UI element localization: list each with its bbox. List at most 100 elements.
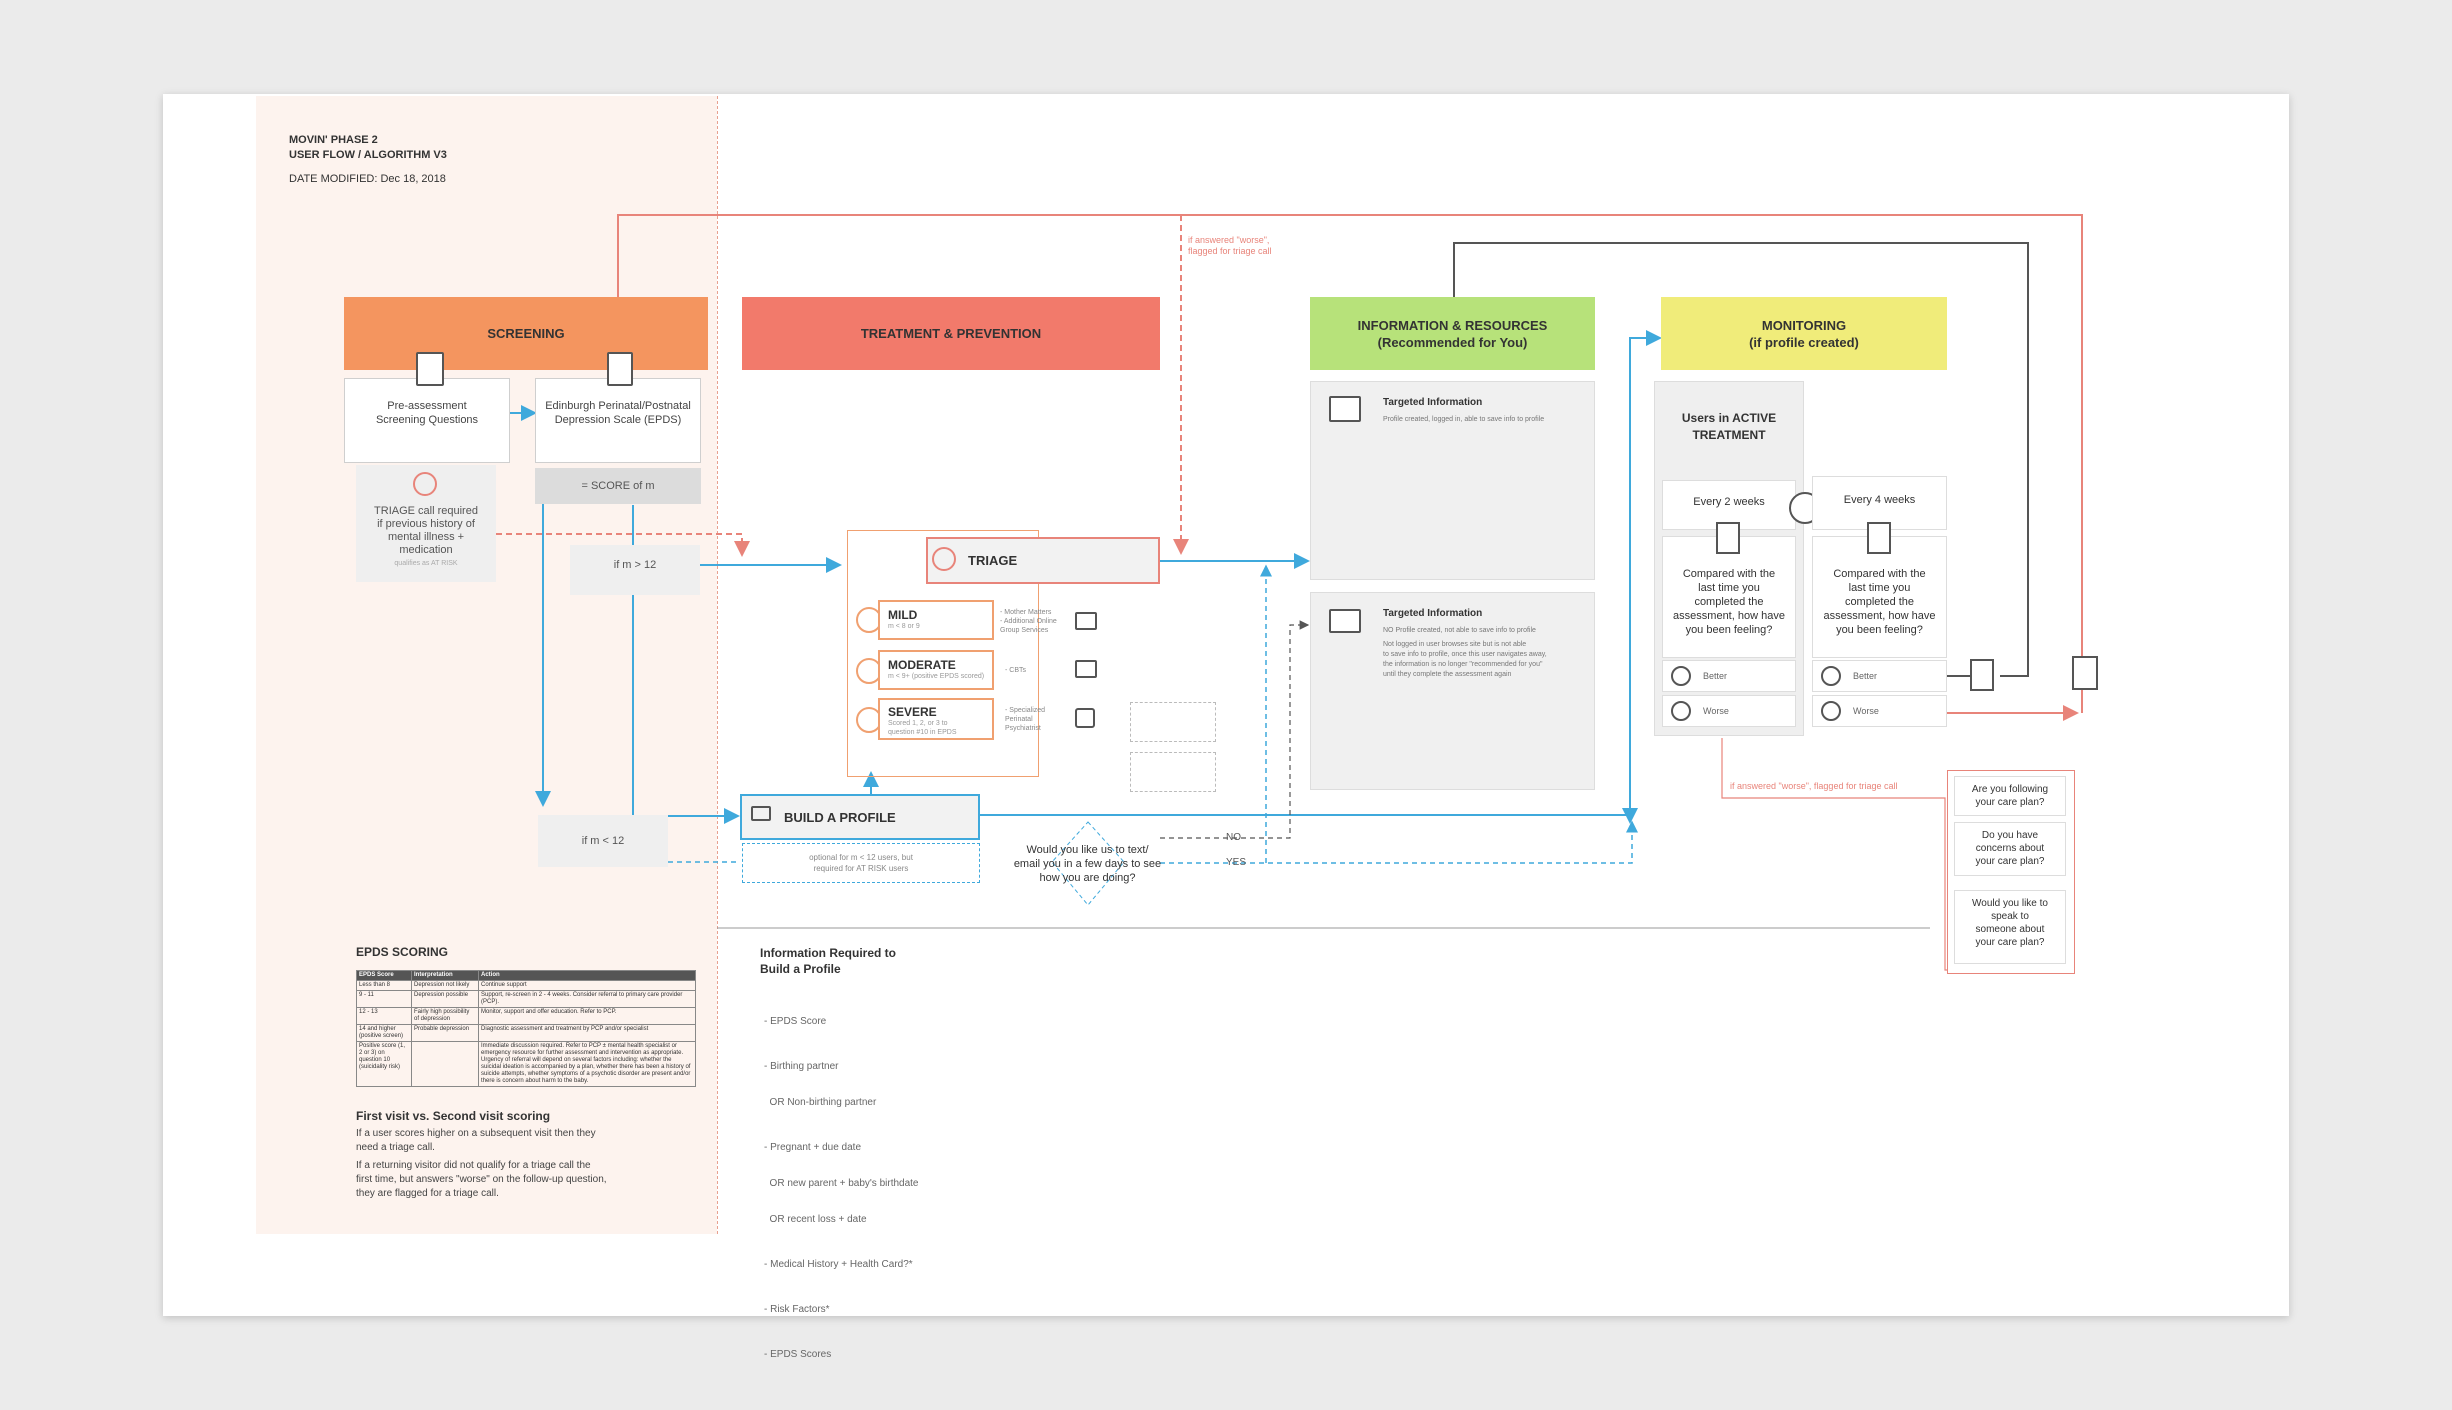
list-item: OR new parent + baby's birthdate bbox=[764, 1178, 919, 1189]
q-speak-3: someone about bbox=[1975, 924, 2045, 935]
visit-scoring-text: If a user scores higher on a subsequent … bbox=[356, 1127, 607, 1201]
list-item: - EPDS Score bbox=[764, 1016, 827, 1027]
question-doc-icon-2wk bbox=[1716, 522, 1740, 554]
profile-note-box: optional for m < 12 users, but required … bbox=[742, 843, 980, 883]
t2-desc-1: NO Profile created, not able to save inf… bbox=[1383, 627, 1536, 634]
severe-box[interactable]: SEVERE Scored 1, 2, or 3 to question #10… bbox=[878, 698, 994, 740]
table-cell: Positive score (1, 2 or 3) on question 1… bbox=[356, 1041, 412, 1087]
triage-box[interactable]: TRIAGE bbox=[926, 537, 1160, 584]
information-header-line2: (Recommended for You) bbox=[1377, 334, 1528, 350]
q-following[interactable]: Are you following your care plan? bbox=[1954, 776, 2066, 816]
t2-desc-5: until they complete the assessment again bbox=[1383, 671, 1512, 678]
required-title-1: Information Required to bbox=[760, 946, 896, 960]
t2-desc-2: Not logged in user browses site but is n… bbox=[1383, 641, 1527, 648]
visit-p2-2: first time, but answers "worse" on the f… bbox=[356, 1174, 607, 1185]
table-row: 12 - 13 Fairly high possibility of depre… bbox=[356, 1007, 696, 1025]
triage-required-sub: qualifies as AT RISK bbox=[394, 560, 458, 567]
every2-label: Every 2 weeks bbox=[1693, 496, 1765, 508]
severe-note: - Specialized Perinatal Psychiatrist bbox=[1005, 706, 1045, 733]
list-item: - Medical History + Health Card?* bbox=[764, 1259, 913, 1270]
doc-date: DATE MODIFIED: Dec 18, 2018 bbox=[289, 173, 446, 185]
pre-assessment-box[interactable]: Pre-assessment Screening Questions bbox=[344, 378, 510, 463]
browser-icon bbox=[1329, 609, 1361, 633]
every4-label: Every 4 weeks bbox=[1843, 494, 1916, 506]
frown-icon bbox=[1821, 701, 1841, 721]
q-speak-1: Would you like to bbox=[1972, 898, 2048, 909]
q-concerns-1: Do you have bbox=[1981, 830, 2039, 841]
triage-phone-icon bbox=[932, 547, 956, 571]
build-profile-box[interactable]: BUILD A PROFILE bbox=[740, 794, 980, 840]
table-header-row: EPDS Score Interpretation Action bbox=[356, 970, 696, 981]
mild-note-3: Group Services bbox=[1000, 627, 1049, 634]
checklist-icon bbox=[416, 352, 444, 386]
q-concerns-3: your care plan? bbox=[1975, 856, 2045, 867]
mild-label: MILD bbox=[888, 608, 918, 622]
moderate-box[interactable]: MODERATE m < 9+ (positive EPDS scored) bbox=[878, 650, 994, 690]
mild-box[interactable]: MILD m < 8 or 9 bbox=[878, 600, 994, 640]
visit-scoring-title: First visit vs. Second visit scoring bbox=[356, 1109, 551, 1123]
triage-label: TRIAGE bbox=[968, 553, 1018, 568]
severe-label: SEVERE bbox=[888, 705, 937, 719]
visit-p1-2: need a triage call. bbox=[356, 1142, 435, 1153]
screening-header: SCREENING bbox=[344, 297, 708, 370]
compare-2wk-1: Compared with the bbox=[1682, 568, 1776, 580]
list-item: OR recent loss + date bbox=[764, 1214, 867, 1225]
visit-p2-3: they are flagged for a triage call. bbox=[356, 1188, 499, 1199]
triage-required-3: mental illness + bbox=[387, 531, 465, 543]
every4-box: Every 4 weeks bbox=[1812, 476, 1947, 530]
q-speak[interactable]: Would you like to speak to someone about… bbox=[1954, 890, 2066, 964]
compare-4wk-4: assessment, how have bbox=[1823, 610, 1936, 622]
compare-2wk-5: you been feeling? bbox=[1685, 624, 1773, 636]
table-cell: Monitor, support and offer education. Re… bbox=[478, 1007, 696, 1025]
doc-title-line2: USER FLOW / ALGORITHM V3 bbox=[289, 149, 447, 161]
q-concerns-2: concerns about bbox=[1975, 843, 2045, 854]
table-cell bbox=[411, 1041, 479, 1087]
followup-q3: how you are doing? bbox=[1039, 872, 1136, 884]
information-header: INFORMATION & RESOURCES (Recommended for… bbox=[1310, 297, 1595, 370]
top-worse-flag: if answered "worse", flagged for triage … bbox=[1188, 235, 1272, 257]
better-2wk-label: Better bbox=[1703, 671, 1728, 681]
list-item: - Pregnant + due date bbox=[764, 1142, 862, 1153]
better-2wk[interactable]: Better bbox=[1662, 660, 1796, 692]
monitoring-header-line1: MONITORING bbox=[1761, 317, 1847, 333]
if-greater-box: if m > 12 bbox=[570, 545, 700, 595]
worse-4wk-label: Worse bbox=[1853, 706, 1879, 716]
list-item: - Birthing partner bbox=[764, 1061, 839, 1072]
epds-scoring-table: EPDS Score Interpretation Action Less th… bbox=[356, 970, 696, 1087]
treatment-header-label: TREATMENT & PREVENTION bbox=[860, 326, 1042, 341]
table-cell: Depression not likely bbox=[411, 980, 479, 991]
followup-question: Would you like us to text/ email you in … bbox=[1000, 843, 1175, 885]
epds-title-2: Depression Scale (EPDS) bbox=[554, 414, 682, 426]
table-row: Positive score (1, 2 or 3) on question 1… bbox=[356, 1041, 696, 1087]
followup-q2: email you in a few days to see bbox=[1013, 858, 1162, 870]
severe-note-1: - Specialized bbox=[1005, 707, 1046, 714]
worse-2wk[interactable]: Worse bbox=[1662, 695, 1796, 727]
triage-group-frame bbox=[847, 530, 1039, 777]
care-plan-clipboard-icon bbox=[2072, 656, 2098, 690]
assessment-note-box bbox=[1130, 752, 1216, 792]
table-cell: 9 - 11 bbox=[356, 990, 412, 1008]
monitoring-header-line2: (if profile created) bbox=[1749, 334, 1859, 350]
q-concerns[interactable]: Do you have concerns about your care pla… bbox=[1954, 822, 2066, 876]
epds-title-1: Edinburgh Perinatal/Postnatal bbox=[545, 400, 691, 412]
table-cell: Immediate discussion required. Refer to … bbox=[478, 1041, 696, 1087]
active-treatment-title: Users in ACTIVE TREATMENT bbox=[1654, 410, 1804, 444]
compare-4wk-1: Compared with the bbox=[1833, 568, 1926, 580]
q-following-2: your care plan? bbox=[1975, 797, 2045, 808]
visit-p2-1: If a returning visitor did not qualify f… bbox=[356, 1160, 591, 1171]
triage-required-1: TRIAGE call required bbox=[374, 505, 478, 517]
profile-note-2: required for AT RISK users bbox=[813, 864, 909, 873]
id-card-icon bbox=[751, 806, 771, 821]
targeted-info-panel-1: Targeted Information Profile created, lo… bbox=[1310, 381, 1595, 580]
pre-assessment-title-2: Screening Questions bbox=[375, 414, 479, 426]
pre-assessment-title-1: Pre-assessment bbox=[387, 400, 467, 412]
triage-required-4: medication bbox=[399, 544, 453, 556]
worse-4wk[interactable]: Worse bbox=[1812, 695, 1947, 727]
epds-box[interactable]: Edinburgh Perinatal/Postnatal Depression… bbox=[535, 378, 701, 463]
moderate-note: - CBTs bbox=[1005, 667, 1026, 674]
if-greater-label: if m > 12 bbox=[613, 559, 657, 571]
mild-note-1: - Mother Matters bbox=[1000, 609, 1052, 616]
table-row: 9 - 11 Depression possible Support, re-s… bbox=[356, 990, 696, 1008]
better-4wk[interactable]: Better bbox=[1812, 660, 1947, 692]
monitoring-header: MONITORING (if profile created) bbox=[1661, 297, 1947, 370]
